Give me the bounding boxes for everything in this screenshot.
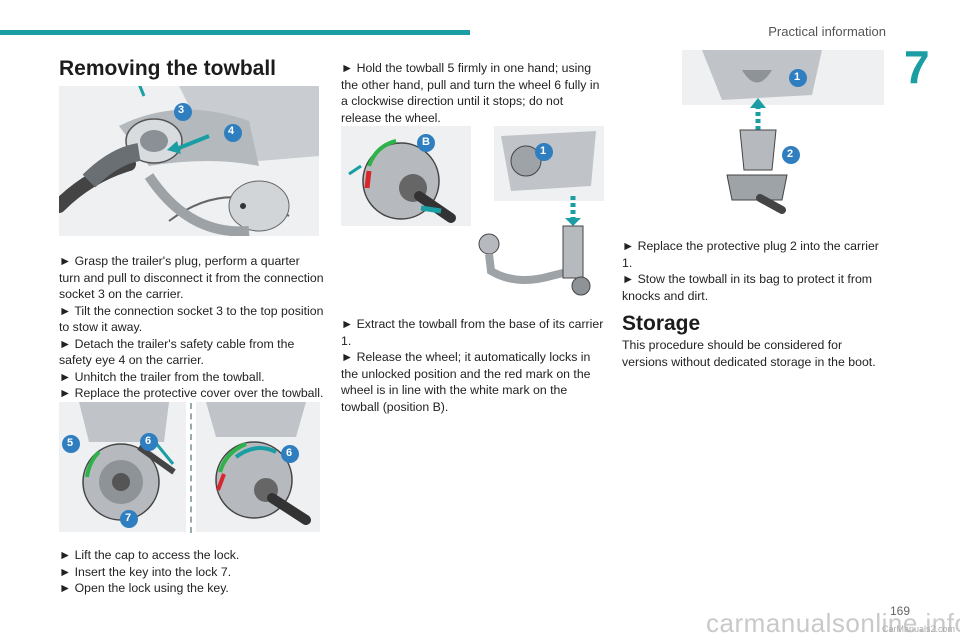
callout-2: 2 (787, 148, 794, 160)
step-text: ► Extract the towball from the base of i… (341, 317, 604, 348)
step-text: ► Replace the protective plug 2 into the… (622, 239, 879, 270)
illustration-extract-towball: B 1 (341, 126, 604, 304)
storage-paragraph: This procedure should be considered for … (622, 338, 876, 369)
callout-1: 1 (540, 145, 547, 157)
illustration-replace-plug: 1 2 (622, 50, 884, 218)
page-number: 169 (889, 604, 910, 618)
replace-plug-steps: ► Replace the protective plug 2 into the… (622, 238, 887, 304)
callout-1: 1 (794, 71, 801, 83)
illustration-insert-key: 6 (196, 402, 320, 532)
callout-3: 3 (178, 104, 185, 116)
section-title: Practical information (768, 24, 886, 39)
illustration-divider (190, 403, 192, 533)
lock-steps: ► Lift the cap to access the lock. ► Ins… (59, 547, 324, 597)
page-title: Removing the towball (59, 57, 277, 80)
storage-text: This procedure should be considered for … (622, 337, 887, 370)
extract-steps: ► Extract the towball from the base of i… (341, 316, 606, 415)
step-text: ► Hold the towball 5 firmly in one hand;… (341, 61, 600, 125)
callout-7: 7 (125, 512, 132, 524)
step-text: ► Open the lock using the key. (59, 581, 229, 595)
step-text: ► Tilt the connection socket 3 to the to… (59, 303, 324, 335)
step-text: ► Unhitch the trailer from the towball. (59, 369, 265, 384)
step-text: ► Stow the towball in its bag to protect… (622, 272, 873, 303)
step-text: ► Grasp the trailer's plug, perform a qu… (59, 254, 324, 301)
step-text: ► Release the wheel; it automatically lo… (341, 350, 591, 414)
header-accent-bar (0, 30, 470, 35)
callout-4: 4 (228, 125, 235, 137)
hold-towball-step: ► Hold the towball 5 firmly in one hand;… (341, 60, 606, 126)
step-text: ► Lift the cap to access the lock. (59, 548, 240, 562)
callout-6: 6 (286, 447, 293, 459)
chapter-number: 7 (904, 41, 930, 93)
callout-6: 6 (145, 435, 152, 447)
illustration-disconnect-socket: 3 4 (59, 86, 319, 236)
storage-heading: Storage (622, 312, 701, 335)
callout-5: 5 (67, 437, 74, 449)
watermark-small-logo: CarManuals2.com (882, 624, 956, 634)
illustration-lift-cap: 5 6 7 (59, 402, 186, 532)
removal-steps: ► Grasp the trailer's plug, perform a qu… (59, 253, 324, 402)
step-text: ► Detach the trailer's safety cable from… (59, 336, 295, 368)
callout-b: B (422, 136, 430, 148)
step-text: ► Insert the key into the lock 7. (59, 564, 232, 579)
step-text: ► Replace the protective cover over the … (59, 386, 324, 400)
watermark-logo: carmanualsonline.info (706, 608, 960, 638)
